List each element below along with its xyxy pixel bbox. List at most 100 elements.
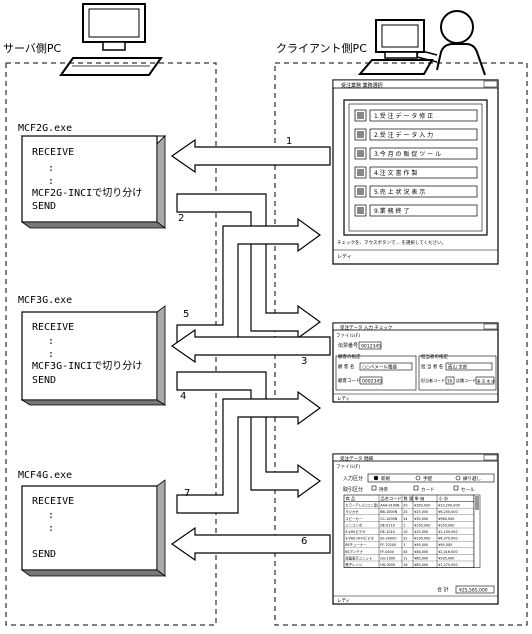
check-window: 受注データ 入力 チェック ファイル(F) 伝票番号 9012345 顧客の指定… <box>332 322 499 403</box>
menu-item-label: 3.今 月 の 販 促 ツ ー ル <box>374 150 441 158</box>
table-header-cell: 品名コード <box>381 495 402 502</box>
checkbox-label: セール <box>461 487 475 493</box>
flow-arrow-label: 2 <box>178 213 184 224</box>
menu-item-icon-fill <box>357 188 364 195</box>
radio-arrange[interactable] <box>415 475 421 481</box>
menu-item-button[interactable] <box>369 109 478 122</box>
server-pc-label: サーバ側PC <box>3 42 62 55</box>
table-cell: HH-0005 <box>380 563 395 567</box>
checkbox-label: カード <box>421 487 435 493</box>
customer-code-field[interactable] <box>359 376 383 385</box>
flow-arrow-1 <box>170 138 331 174</box>
table-cell: BSアンテナ <box>345 549 363 554</box>
customer-name-field[interactable] <box>359 362 413 371</box>
radio-new[interactable] <box>373 475 379 481</box>
table-cell: ¥4,070,000 <box>438 537 457 541</box>
menu-item-label: 4.注 文 書 作 製 <box>374 169 417 177</box>
table-cell: 液晶表示ユニット <box>345 555 372 560</box>
table-cell: BB-1000N <box>380 510 398 514</box>
staff-code-field[interactable] <box>445 376 455 385</box>
radio-carryover[interactable] <box>455 475 461 481</box>
flow-arrow-7 <box>176 390 322 514</box>
flow-arrow-4 <box>176 371 322 499</box>
table-cell: 電子レンジ <box>345 562 363 567</box>
table-cell: カラーテレビ(ユニ型) <box>345 503 379 508</box>
flow-arrow-2 <box>176 193 322 340</box>
order-no-label: 伝票番号 <box>338 342 358 349</box>
checkbox-carry[interactable] <box>371 485 377 491</box>
module-line: RECEIVE <box>32 322 74 333</box>
table-header-cell: 単 価 <box>415 495 425 502</box>
menu-item-icon-fill <box>357 131 364 138</box>
checkbox-sale[interactable] <box>453 485 459 491</box>
module-line: RECEIVE <box>32 496 74 507</box>
table-cell: 16 <box>403 563 407 567</box>
flow-arrow-6 <box>170 526 331 562</box>
table-scrollbar-thumb[interactable] <box>475 496 479 510</box>
module-line: : <box>48 176 54 187</box>
table-cell: 22 <box>403 537 407 541</box>
table-cell: 24 <box>403 517 407 521</box>
menu-window: 受注業務 業務選択 1.受 注 デ ー タ 修 正2.受 注 デ ー タ 入 力… <box>332 79 499 265</box>
total-field[interactable] <box>455 585 495 594</box>
module-line: MCF3G-INCIで切り分け <box>32 360 142 372</box>
flow-arrow-label: 6 <box>301 536 307 547</box>
entry-window-title: 受注データ 明細 <box>340 455 373 462</box>
module-box-mcf3g: RECEIVE : : MCF3G-INCIで切り分け SEND <box>20 305 167 406</box>
menu-item-button[interactable] <box>369 185 478 198</box>
module-name-mcf2g: MCF2G.exe <box>18 123 72 134</box>
table-scrollbar[interactable] <box>473 494 481 568</box>
menu-item-button[interactable] <box>369 128 478 141</box>
table-cell: ¥80,000 <box>414 563 428 567</box>
table-cell: BSチューナー <box>345 542 367 547</box>
menu-item-button[interactable] <box>369 166 478 179</box>
menu-window-status: レディ <box>337 253 352 260</box>
menu-item-button[interactable] <box>369 204 478 217</box>
customer-code-label: 顧客コード <box>338 377 361 384</box>
table-cell: ¥2,016,000 <box>438 550 457 554</box>
table-cell: ¥15,000 <box>414 530 428 534</box>
module-line: MCF2G-INCIで切り分け <box>32 187 142 199</box>
check-window-menu[interactable]: ファイル(F) <box>336 333 360 339</box>
table-cell: FF-70200 <box>380 543 396 547</box>
table-cell: CC-1000N <box>380 517 398 521</box>
client-user-icon <box>357 10 486 76</box>
table-cell: 1 <box>403 543 405 547</box>
table-cell: 1 <box>403 523 405 527</box>
store-code-field[interactable] <box>475 376 495 385</box>
module-line: : <box>48 523 54 534</box>
total-value: ¥25,585,000 <box>459 588 488 594</box>
checkbox-card[interactable] <box>413 485 419 491</box>
order-no-field[interactable] <box>358 341 382 350</box>
menu-item-button[interactable] <box>369 147 478 160</box>
menu-item-label: 5.売 上 状 況 表 示 <box>374 188 425 196</box>
sale-type-label: 取引区分 <box>343 486 363 493</box>
entry-window-menu[interactable]: ファイル(F) <box>336 464 360 470</box>
module-line: RECEIVE <box>32 147 74 158</box>
table-cell: ¥30,000 <box>414 517 428 521</box>
entry-window-controls[interactable] <box>483 454 498 461</box>
menu-window-controls[interactable] <box>483 80 498 88</box>
customer-name-value: ○○ベメール電器 <box>362 365 397 371</box>
table-cell: ¥95,000 <box>438 543 452 547</box>
table-cell: ¥935,000 <box>438 556 454 560</box>
table-cell: 25 <box>403 510 407 514</box>
entry-window-status: レディ <box>337 597 350 604</box>
check-window-controls[interactable] <box>483 323 498 330</box>
table-cell: ラジカセ <box>345 509 359 514</box>
staff-name-field[interactable] <box>445 362 493 371</box>
radio-label: 繰り越し <box>463 475 481 482</box>
entry-type-group <box>367 473 495 483</box>
table-cell: S-VHS Hi-Fiビデオ <box>345 536 374 541</box>
